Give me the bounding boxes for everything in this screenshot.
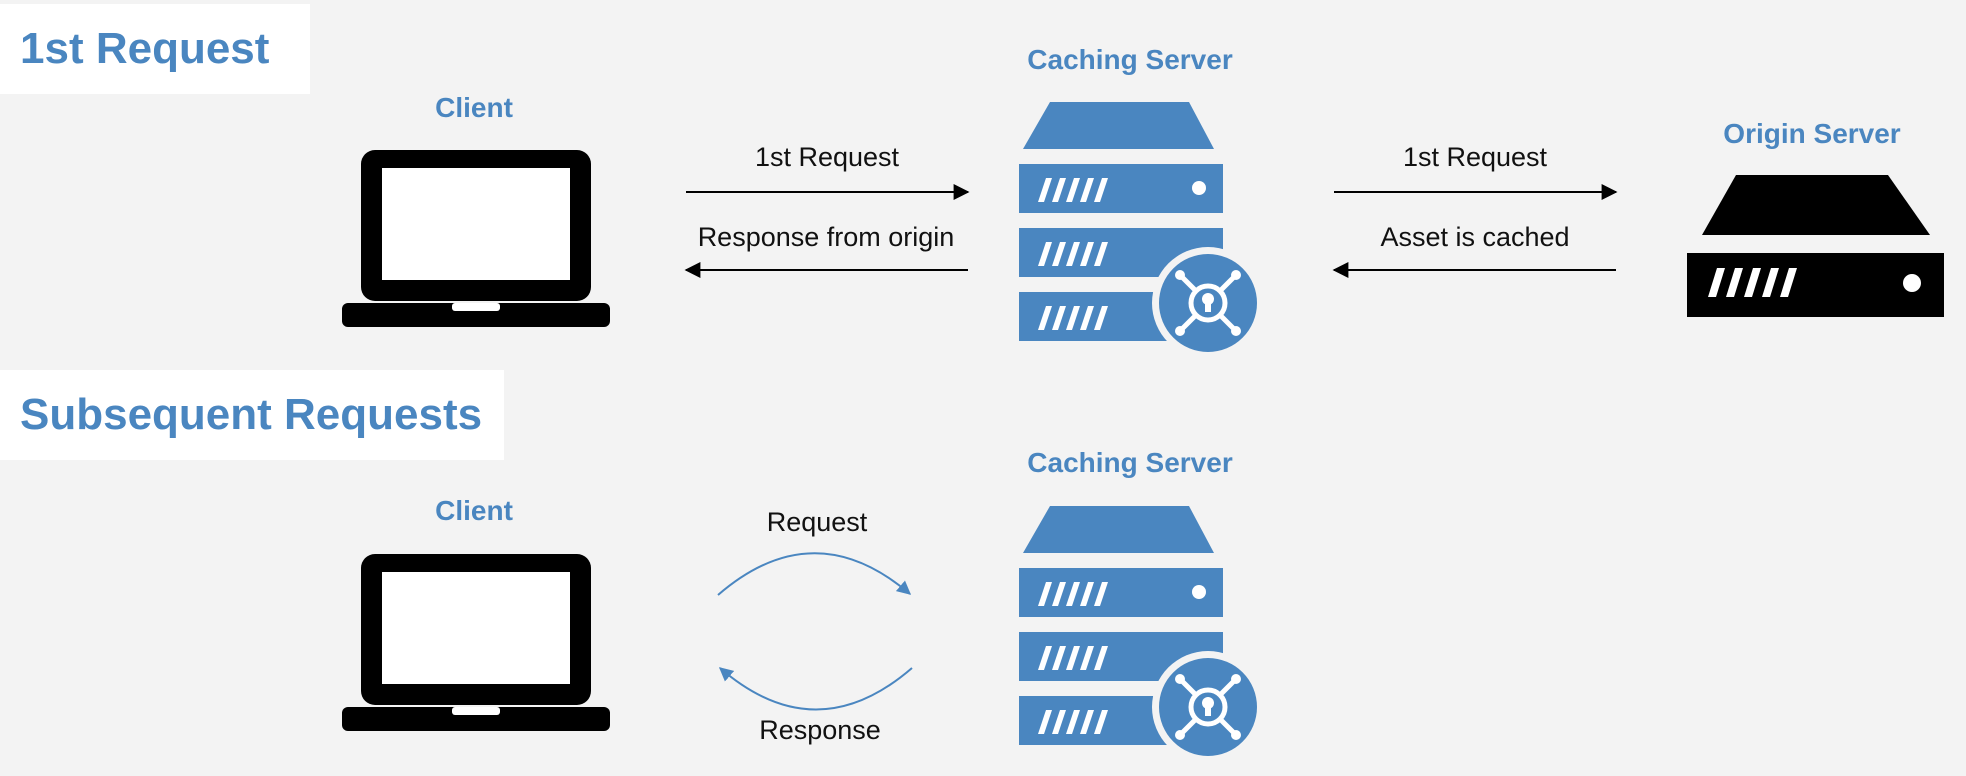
laptop-icon	[342, 150, 610, 327]
client-label: Client	[435, 495, 513, 526]
edge-label-response: Response	[759, 715, 881, 745]
origin-server-icon	[1687, 175, 1944, 317]
laptop-icon	[342, 554, 610, 731]
caching-server-label: Caching Server	[1027, 447, 1233, 478]
edge-label-cache-to-client: Response from origin	[697, 222, 955, 252]
origin-server-label: Origin Server	[1723, 118, 1901, 149]
section-title-subsequent-requests: Subsequent Requests	[0, 370, 504, 460]
caching-server-label: Caching Server	[1027, 44, 1233, 75]
caching-server-icon	[1019, 102, 1264, 359]
arrow-response-curve	[718, 667, 913, 711]
section-title-text: 1st Request	[20, 24, 270, 73]
section-title-text: Subsequent Requests	[20, 390, 483, 439]
section-title-first-request: 1st Request	[0, 4, 310, 94]
edge-label-origin-to-cache: Asset is cached	[1380, 222, 1570, 252]
edge-label-cache-to-origin: 1st Request	[1402, 142, 1548, 172]
caching-server-icon	[1019, 506, 1264, 763]
client-label: Client	[435, 92, 513, 123]
edge-label-client-to-cache: 1st Request	[754, 142, 900, 172]
arrow-request-curve	[717, 552, 912, 596]
edge-label-request: Request	[766, 507, 868, 537]
